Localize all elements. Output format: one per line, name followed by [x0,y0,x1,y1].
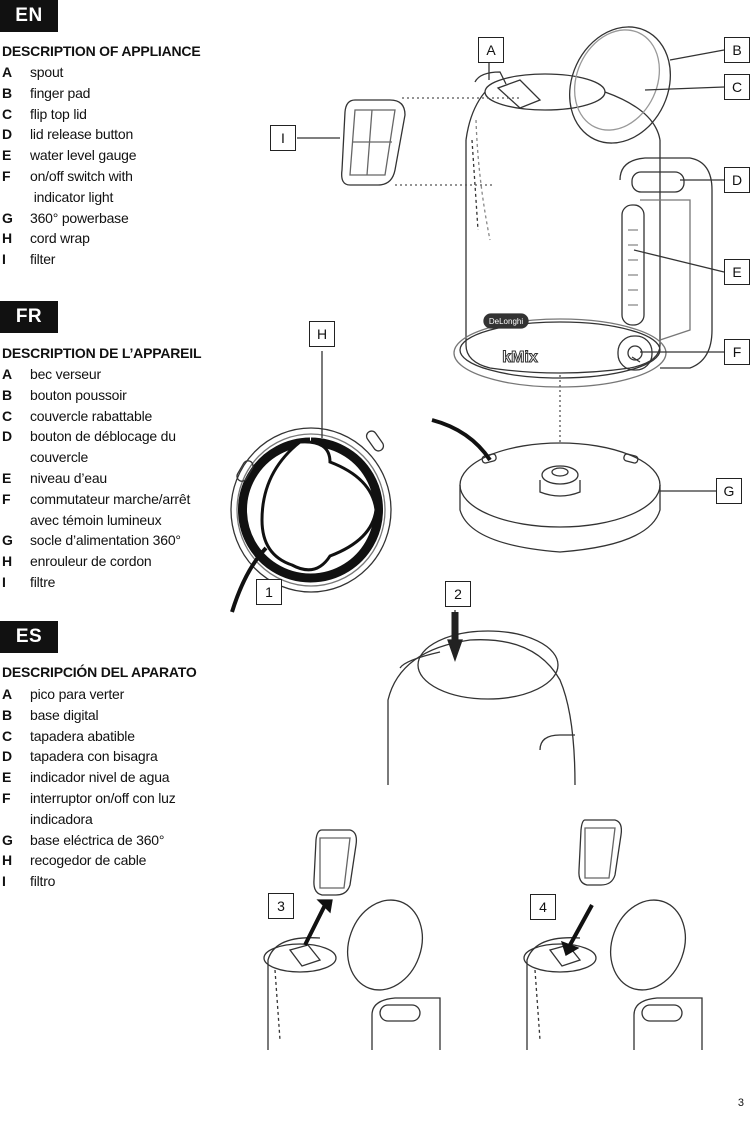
step-3-illustration [263,829,441,1050]
step-number-2: 2 [445,581,471,607]
step-number-3: 3 [268,893,294,919]
powerbase-illustration [459,375,661,553]
step-4-illustration [523,819,703,1050]
cord-wrap-illustration [230,427,392,613]
water-gauge-icon [621,204,645,326]
section-title-en: DESCRIPTION OF APPLIANCE [2,43,201,59]
brand-logo-text: DeLonghi [489,317,523,326]
section-title-es: DESCRIPCIÓN DEL APARATO [2,664,197,680]
callout-f: F [724,339,750,365]
callout-e: E [724,259,750,285]
language-badge-es: ES [0,621,58,653]
callout-g: G [716,478,742,504]
page-number: 3 [737,1097,744,1109]
kettle-illustration [453,71,713,388]
step-number-4: 4 [530,894,556,920]
filter-icon [341,99,406,186]
brand-logo-icon [483,313,529,329]
callout-a: A [478,37,504,63]
callout-i: I [270,125,296,151]
callout-d: D [724,167,750,193]
lid-release-button-icon [631,171,685,193]
callout-b: B [724,37,750,63]
power-switch-icon [617,335,653,371]
step-number-1: 1 [256,579,282,605]
language-badge-fr: FR [0,301,58,333]
section-title-fr: DESCRIPTION DE L’APPAREIL [2,345,202,361]
step-2-illustration [387,610,576,786]
brand-model-text: kMix [502,349,538,366]
callout-c: C [724,74,750,100]
language-badge-en: EN [0,0,58,32]
flip-lid-icon [568,26,672,144]
callout-h: H [309,321,335,347]
